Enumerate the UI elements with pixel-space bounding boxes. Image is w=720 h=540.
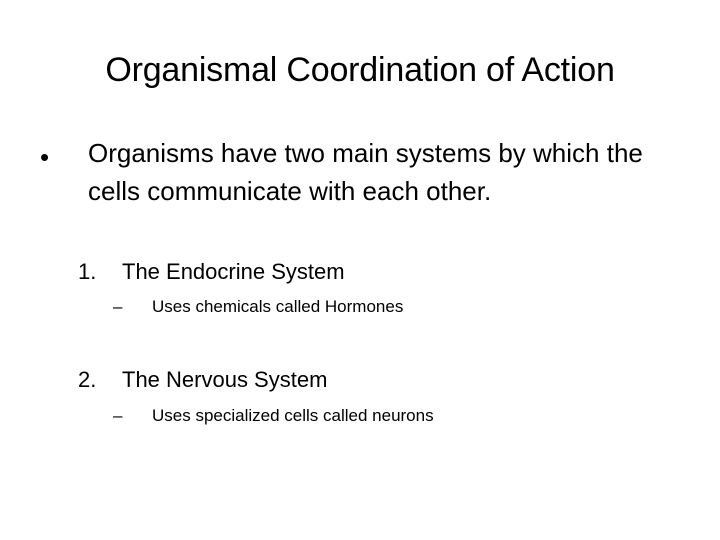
list-item-text: The Nervous System: [122, 367, 328, 392]
list-item-text: The Endocrine System: [122, 259, 345, 284]
list-item-hormones: – Uses chemicals called Hormones: [113, 296, 653, 318]
en-dash-marker-icon: –: [113, 297, 123, 316]
en-dash-marker-icon: –: [113, 406, 123, 425]
number-marker-one-icon: 1.: [78, 259, 97, 284]
round-bullet-icon: •: [40, 142, 50, 172]
list-item-endocrine-system: 1. The Endocrine System: [78, 258, 638, 286]
page-title: Organismal Coordination of Action: [105, 51, 615, 89]
list-item-nervous-system: 2. The Nervous System: [78, 366, 638, 394]
list-item-text: Uses chemicals called Hormones: [152, 297, 404, 316]
number-marker-two-icon: 2.: [78, 367, 97, 392]
list-item-neurons: – Uses specialized cells called neurons: [113, 405, 653, 427]
list-item-main-bullet: • Organisms have two main systems by whi…: [36, 134, 666, 210]
list-item-text: Uses specialized cells called neurons: [152, 406, 434, 425]
list-item-text: Organisms have two main systems by which…: [88, 138, 643, 206]
